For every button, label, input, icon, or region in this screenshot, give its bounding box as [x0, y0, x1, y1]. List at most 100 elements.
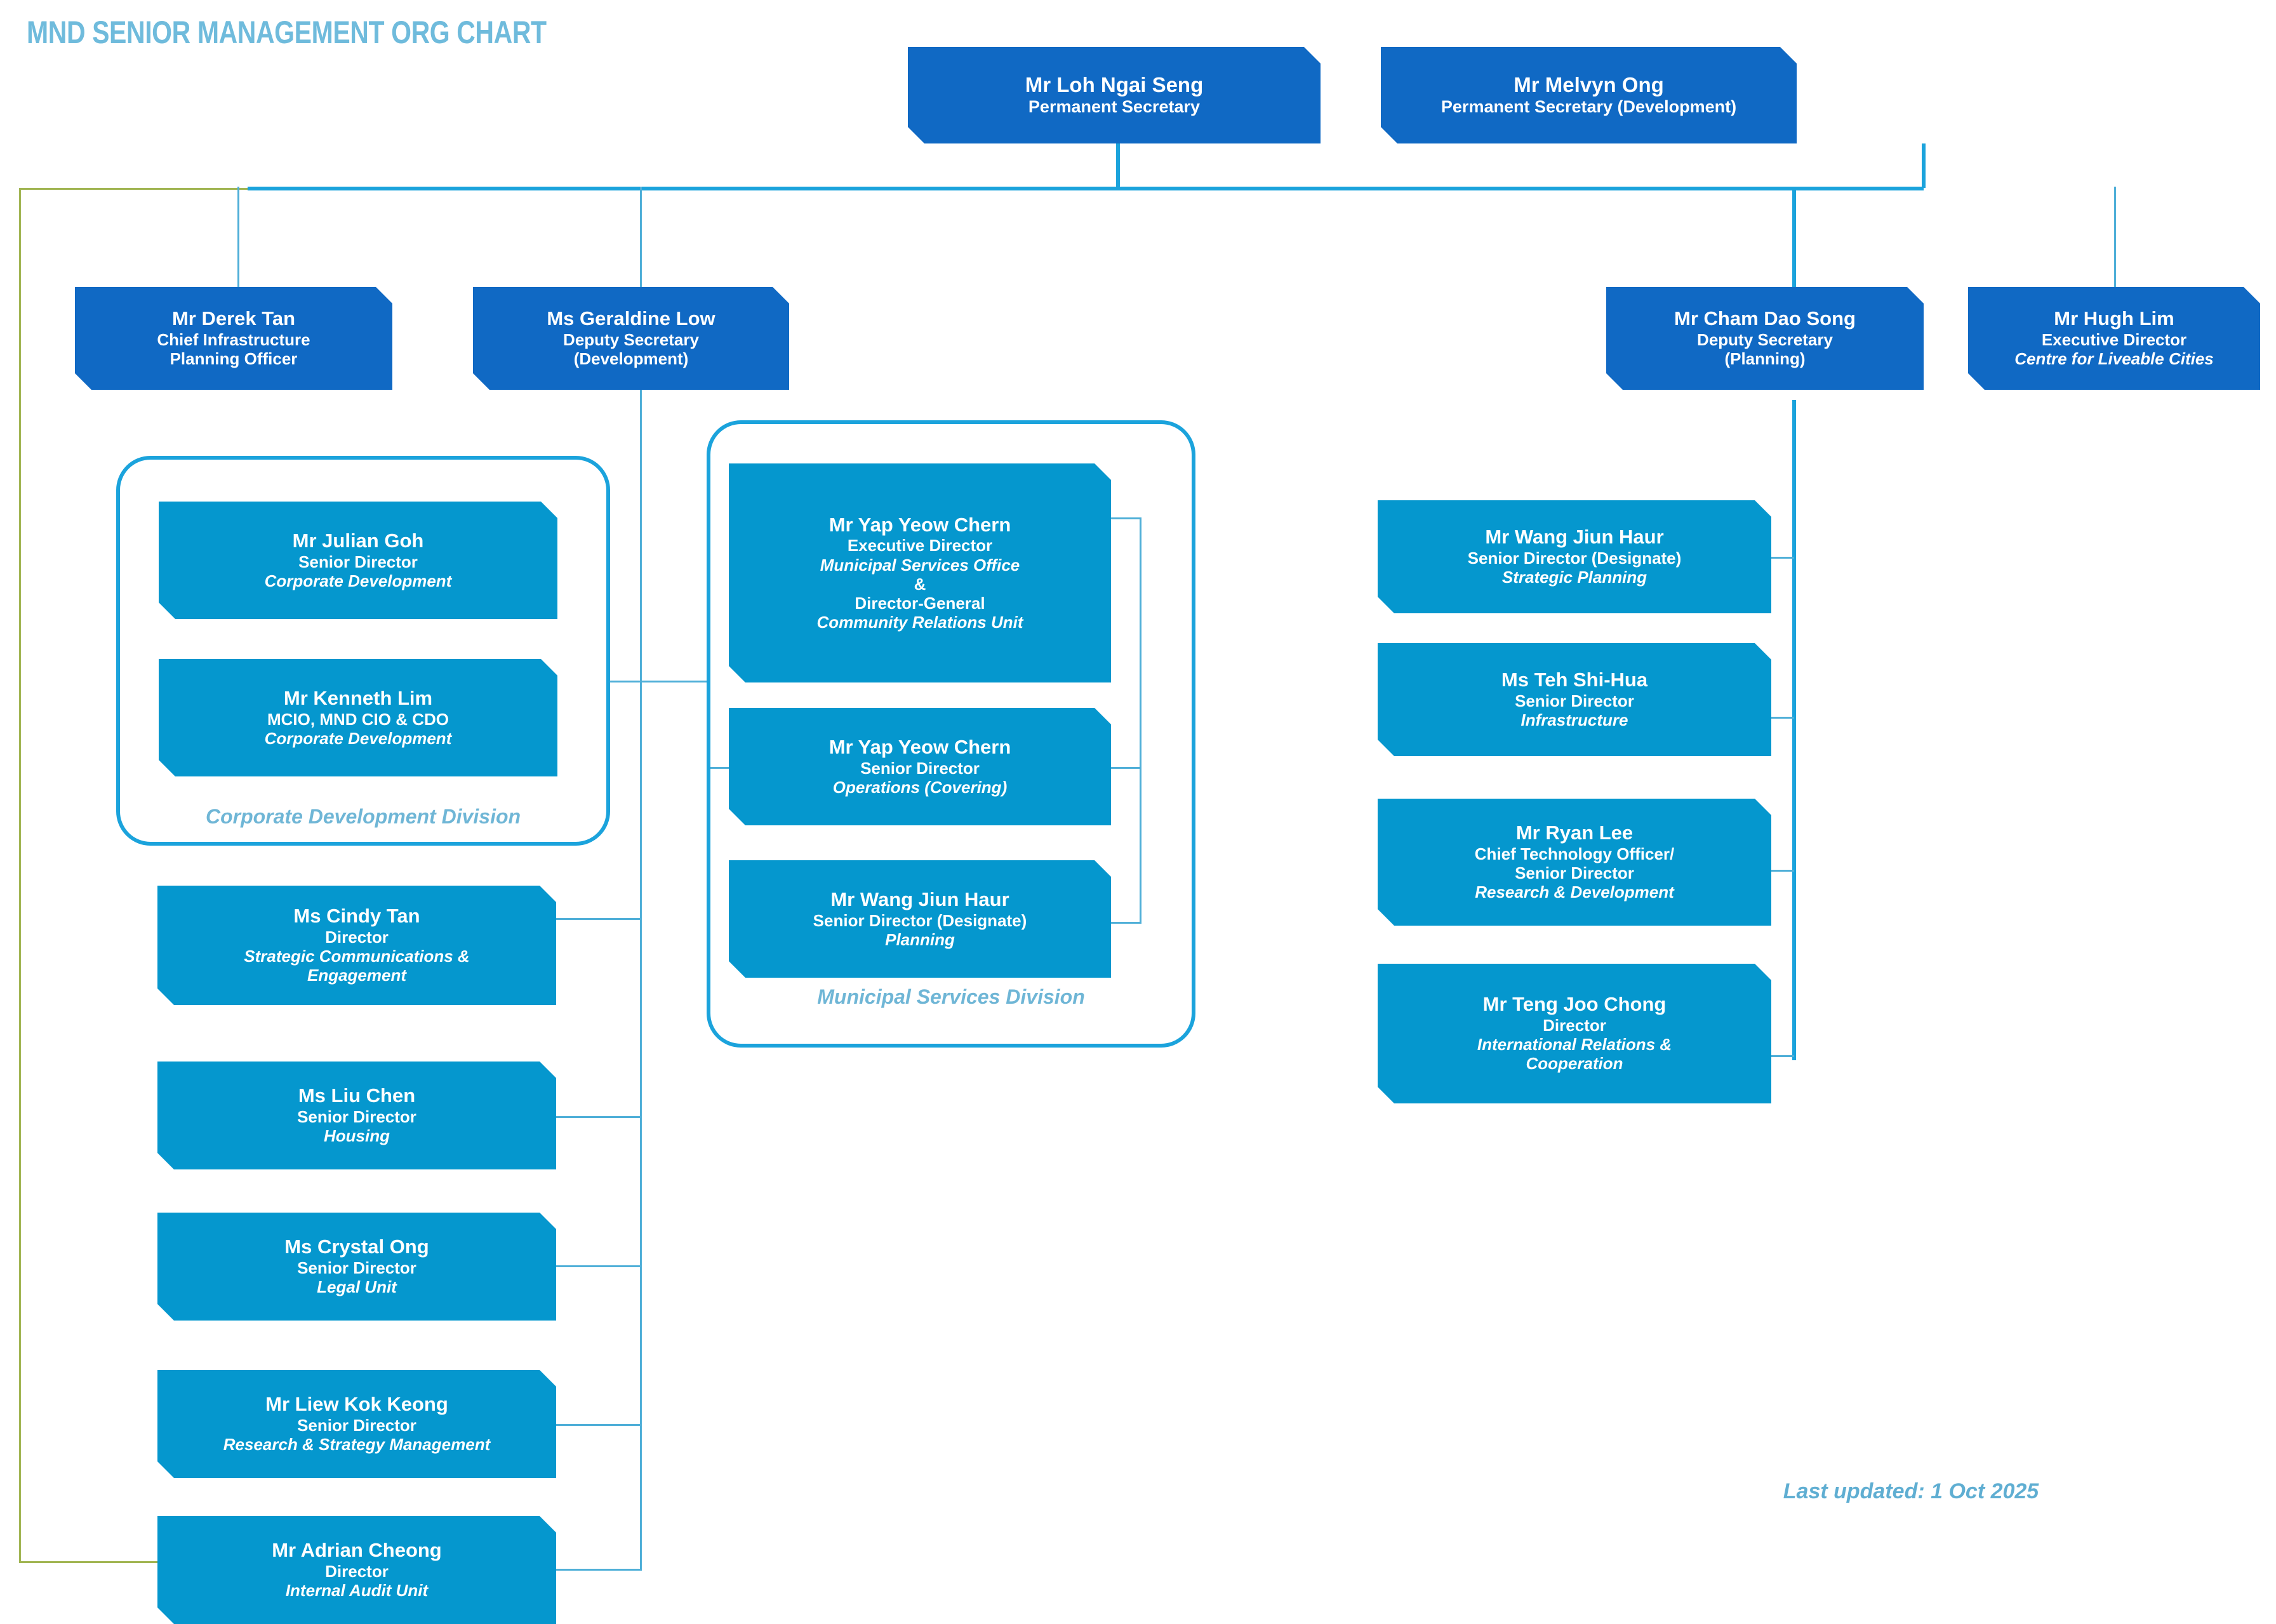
node-role-secondary: Director-General: [855, 593, 985, 613]
node-name: Mr Wang Jiun Haur: [1485, 526, 1664, 549]
node-name: Mr Hugh Lim: [2054, 307, 2174, 330]
node-name: Mr Yap Yeow Chern: [829, 513, 1011, 536]
page-title: MND SENIOR MANAGEMENT ORG CHART: [27, 15, 547, 50]
node-name: Mr Liew Kok Keong: [265, 1393, 448, 1416]
node-unit: Corporate Development: [264, 728, 452, 748]
node-role: Senior Director: [297, 1258, 416, 1278]
node-role-line2: Planning Officer: [170, 349, 298, 369]
node-unit: Operations (Covering): [832, 777, 1008, 797]
node-unit-line1: Research & Strategy Management: [223, 1435, 491, 1454]
node-name: Mr Cham Dao Song: [1674, 307, 1856, 330]
municipal-branch-3: [1105, 922, 1141, 924]
node-role: Senior Director: [297, 1416, 416, 1435]
node-liu-chen[interactable]: Ms Liu Chen Senior Director Housing: [157, 1062, 556, 1169]
group-municipal-services-division: [707, 420, 1195, 1048]
node-unit-line2: Cooperation: [1526, 1054, 1623, 1074]
branch-liu-chen: [547, 1116, 641, 1118]
municipal-branch-1: [1105, 517, 1141, 519]
node-unit-secondary: Community Relations Unit: [816, 613, 1023, 632]
audit-connector-left: [19, 188, 21, 1563]
node-liew-kok-keong[interactable]: Mr Liew Kok Keong Senior Director Resear…: [157, 1370, 556, 1478]
branch-cindy-tan: [547, 918, 641, 920]
node-wang-jiun-haur-planning[interactable]: Mr Wang Jiun Haur Senior Director (Desig…: [1378, 500, 1771, 613]
branch-adrian-cheong: [547, 1569, 641, 1571]
group-label-municipal-services-division: Municipal Services Division: [817, 985, 1085, 1008]
node-name: Mr Teng Joo Chong: [1482, 993, 1667, 1016]
municipal-bracket-vertical: [1140, 517, 1141, 924]
node-cham-dao-song[interactable]: Mr Cham Dao Song Deputy Secretary (Plann…: [1606, 287, 1924, 390]
node-unit-line1: Strategic Communications &: [244, 947, 470, 966]
node-unit: Corporate Development: [264, 571, 452, 590]
node-name: Mr Derek Tan: [171, 307, 296, 330]
node-name: Mr Ryan Lee: [1515, 822, 1634, 844]
node-unit: Centre for Liveable Cities: [2014, 349, 2214, 369]
last-updated-label: Last updated: 1 Oct 2025: [1783, 1479, 2039, 1503]
drop-geraldine-low: [640, 187, 642, 287]
node-role-line1: Chief Technology Officer/: [1474, 844, 1675, 864]
branch-liew-kok-keong: [547, 1424, 641, 1426]
node-role-line2: (Development): [573, 349, 689, 369]
node-crystal-ong[interactable]: Ms Crystal Ong Senior Director Legal Uni…: [157, 1213, 556, 1321]
node-role: Director: [325, 928, 389, 947]
node-name: Mr Loh Ngai Seng: [1025, 72, 1204, 97]
node-role-line1: Deputy Secretary: [563, 330, 699, 350]
node-unit: Infrastructure: [1521, 710, 1628, 730]
node-name: Ms Crystal Ong: [284, 1235, 429, 1258]
branch-municipal-group: [640, 681, 710, 682]
node-ampersand: &: [914, 574, 926, 594]
node-permanent-secretary[interactable]: Mr Loh Ngai Seng Permanent Secretary: [908, 47, 1321, 143]
node-role: MCIO, MND CIO & CDO: [267, 709, 449, 729]
node-unit: Strategic Planning: [1501, 568, 1647, 587]
node-yap-yeow-chern-executive-director[interactable]: Mr Yap Yeow Chern Executive Director Mun…: [729, 463, 1111, 682]
node-role-line1: Senior Director (Designate): [1467, 549, 1682, 568]
node-role-line2: (Planning): [1724, 349, 1806, 369]
node-hugh-lim[interactable]: Mr Hugh Lim Executive Director Centre fo…: [1968, 287, 2260, 390]
node-role-line1: Deputy Secretary: [1697, 330, 1833, 350]
node-teh-shi-hua[interactable]: Ms Teh Shi-Hua Senior Director Infrastru…: [1378, 643, 1771, 756]
spine-development: [640, 387, 642, 1571]
node-role: Senior Director: [298, 552, 418, 571]
node-role: Senior Director: [860, 758, 980, 778]
node-unit-line2: Engagement: [307, 966, 407, 985]
node-teng-joo-chong[interactable]: Mr Teng Joo Chong Director International…: [1378, 964, 1771, 1103]
node-name: Mr Wang Jiun Haur: [830, 888, 1009, 910]
node-permanent-secretary-development[interactable]: Mr Melvyn Ong Permanent Secretary (Devel…: [1381, 47, 1797, 143]
node-unit-line1: Legal Unit: [317, 1277, 397, 1297]
node-role-line1: Director: [1543, 1016, 1606, 1035]
node-derek-tan[interactable]: Mr Derek Tan Chief Infrastructure Planni…: [75, 287, 392, 390]
audit-connector-bottom: [19, 1561, 160, 1563]
node-unit-line1: International Relations &: [1477, 1035, 1672, 1055]
node-role-line2: Senior Director: [1515, 863, 1634, 883]
node-adrian-cheong[interactable]: Mr Adrian Cheong Director Internal Audit…: [157, 1516, 556, 1624]
drop-ps: [1116, 143, 1120, 188]
node-geraldine-low[interactable]: Ms Geraldine Low Deputy Secretary (Devel…: [473, 287, 789, 390]
node-cindy-tan[interactable]: Ms Cindy Tan Director Strategic Communic…: [157, 886, 556, 1005]
node-role: Permanent Secretary: [1028, 97, 1201, 116]
node-kenneth-lim[interactable]: Mr Kenneth Lim MCIO, MND CIO & CDO Corpo…: [159, 659, 557, 776]
node-unit: Research & Development: [1475, 882, 1674, 902]
node-role-line1: Chief Infrastructure: [157, 330, 310, 350]
node-julian-goh[interactable]: Mr Julian Goh Senior Director Corporate …: [159, 502, 557, 619]
node-unit-line1: Internal Audit Unit: [285, 1581, 429, 1601]
drop-cham-dao-song: [1792, 187, 1796, 287]
node-yap-yeow-chern-senior-director[interactable]: Mr Yap Yeow Chern Senior Director Operat…: [729, 708, 1111, 825]
node-name: Ms Liu Chen: [298, 1084, 416, 1107]
node-unit: Planning: [885, 929, 955, 949]
spine-planning: [1792, 400, 1796, 1060]
node-unit: Municipal Services Office: [820, 555, 1020, 575]
node-role: Senior Director: [297, 1107, 416, 1127]
node-role-line1: Executive Director: [2041, 330, 2187, 350]
drop-derek-tan: [237, 187, 239, 287]
node-role: Senior Director (Designate): [813, 910, 1027, 930]
node-unit-line1: Housing: [324, 1126, 390, 1146]
node-name: Mr Melvyn Ong: [1514, 72, 1664, 97]
node-role: Executive Director: [847, 536, 993, 556]
node-name: Ms Teh Shi-Hua: [1501, 669, 1648, 691]
group-corporate-development-division: [116, 456, 610, 846]
branch-crystal-ong: [547, 1265, 641, 1267]
node-ryan-lee[interactable]: Mr Ryan Lee Chief Technology Officer/ Se…: [1378, 799, 1771, 926]
node-name: Mr Julian Goh: [292, 529, 424, 552]
node-name: Mr Adrian Cheong: [272, 1539, 442, 1562]
node-wang-jiun-haur-municipal[interactable]: Mr Wang Jiun Haur Senior Director (Desig…: [729, 860, 1111, 978]
